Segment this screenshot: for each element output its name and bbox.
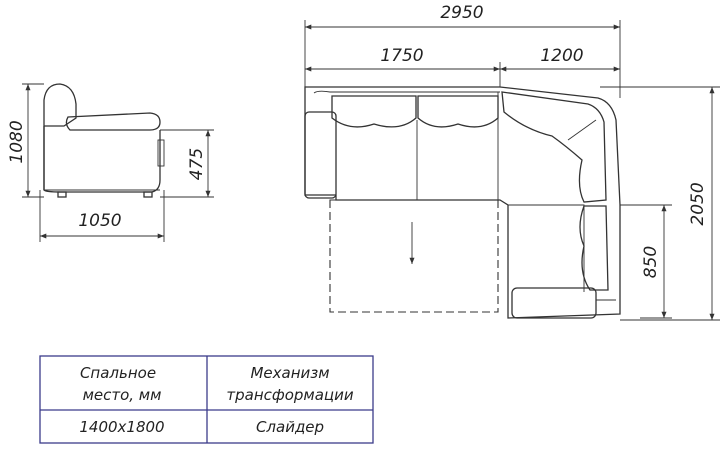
value-mechanism: Слайдер	[256, 418, 324, 436]
side-leg-back	[143, 191, 153, 198]
dim-left-section: 1750	[380, 46, 423, 66]
sleeping-area-outline	[329, 199, 499, 313]
side-leg-front	[57, 191, 67, 198]
header-mechanism-line1: Механизм	[250, 364, 329, 382]
header-sleeping-line2: место, мм	[83, 386, 162, 404]
spec-table: Спальное место, мм Механизм трансформаци…	[39, 355, 374, 444]
side-seat-cushion	[65, 112, 161, 131]
dim-corner-depth: 850	[641, 246, 661, 278]
top-chaise-back-cushion	[579, 205, 609, 291]
top-back-cushion-1	[331, 95, 417, 128]
top-left-armrest	[304, 111, 337, 199]
dim-right-section: 1200	[540, 46, 583, 66]
dim-total-width: 2950	[440, 3, 483, 23]
dim-total-depth: 2050	[688, 182, 708, 225]
side-view: 1080 475 1050	[7, 83, 214, 242]
header-sleeping-line1: Спальное	[80, 364, 156, 382]
top-view: 2950 1750 1200 2050 850	[304, 3, 720, 321]
value-sleeping: 1400х1800	[79, 418, 164, 436]
dim-side-depth: 1050	[78, 211, 121, 231]
side-body	[43, 126, 161, 193]
header-mechanism-line2: трансформации	[226, 386, 353, 404]
dim-side-height: 1080	[7, 120, 27, 163]
top-chaise-armrest	[511, 287, 597, 319]
top-corner-back-cushion	[501, 91, 607, 203]
side-back-cushion	[43, 83, 77, 190]
top-outline	[304, 86, 621, 319]
top-back-cushion-2	[417, 95, 499, 128]
dim-seat-height: 475	[187, 148, 207, 180]
